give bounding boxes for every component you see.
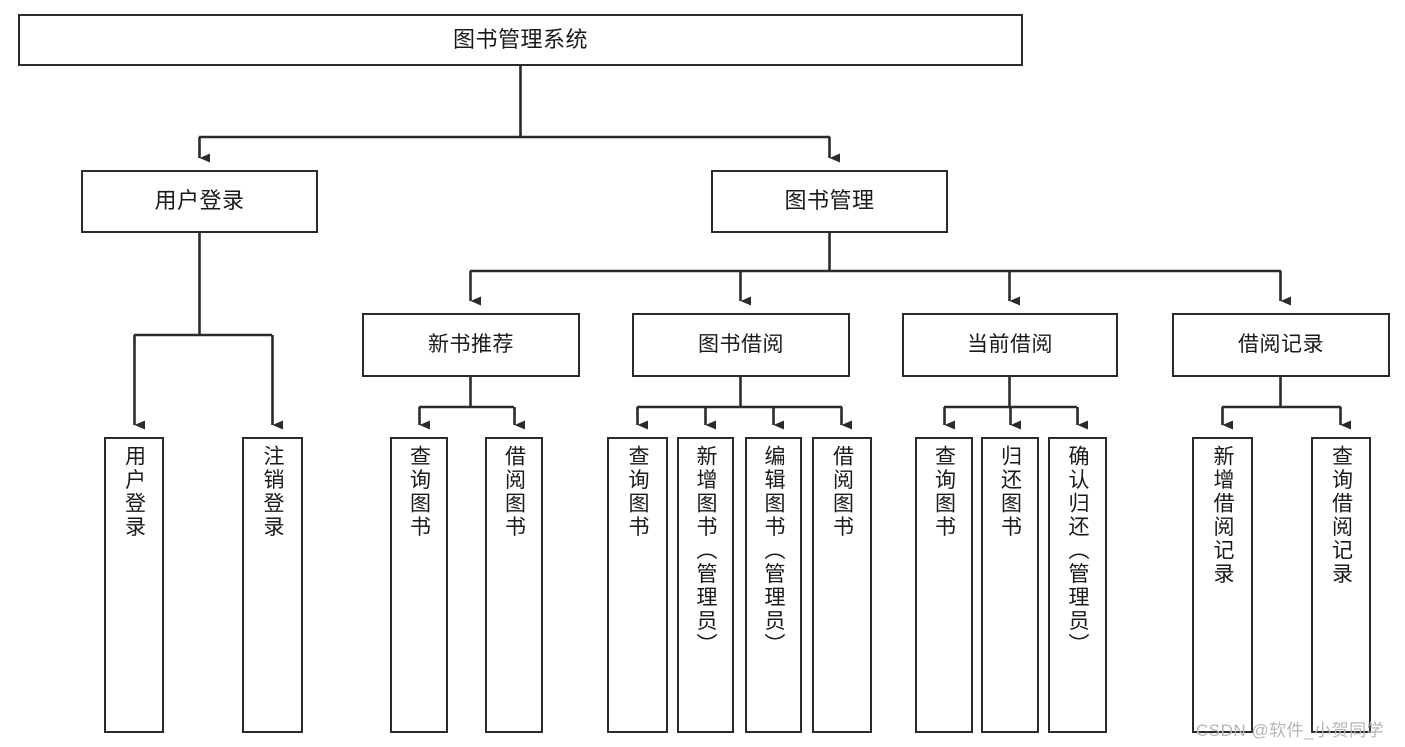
- node-leaf-rec-query-book-label: 查询图书: [407, 445, 431, 539]
- node-leaf-borrow-edit-book[interactable]: 编辑图书（管理员）: [745, 437, 802, 733]
- node-new-book-rec[interactable]: 新书推荐: [362, 313, 580, 377]
- node-leaf-user-login-label: 用户登录: [122, 445, 146, 539]
- node-root-label: 图书管理系统: [452, 26, 588, 52]
- csdn-watermark: CSDN @软件_小贺同学: [1196, 721, 1385, 740]
- node-current-borrow-label: 当前借阅: [967, 333, 1053, 357]
- node-leaf-borrow-lend-book-label: 借阅图书: [830, 445, 854, 539]
- node-leaf-cur-query-book[interactable]: 查询图书: [915, 437, 973, 733]
- node-leaf-rec-query-record-label: 查询借阅记录: [1329, 445, 1353, 586]
- node-leaf-rec-borrow-book[interactable]: 借阅图书: [485, 437, 543, 733]
- node-leaf-borrow-add-book-label: 新增图书（管理员）: [694, 445, 717, 657]
- node-leaf-rec-add-record-label: 新增借阅记录: [1211, 445, 1234, 586]
- node-leaf-borrow-query-book-label: 查询图书: [626, 445, 649, 539]
- node-leaf-user-logout-label: 注销登录: [261, 445, 284, 539]
- node-borrow-record[interactable]: 借阅记录: [1172, 313, 1390, 377]
- node-leaf-cur-return-book-label: 归还图书: [998, 445, 1022, 539]
- node-leaf-borrow-add-book[interactable]: 新增图书（管理员）: [677, 437, 734, 733]
- node-leaf-rec-query-book[interactable]: 查询图书: [390, 437, 448, 733]
- node-leaf-user-login[interactable]: 用户登录: [104, 437, 164, 733]
- node-book-manage-label: 图书管理: [784, 188, 875, 214]
- node-root[interactable]: 图书管理系统: [18, 14, 1023, 66]
- node-leaf-rec-add-record[interactable]: 新增借阅记录: [1192, 437, 1253, 733]
- node-leaf-cur-return-book[interactable]: 归还图书: [981, 437, 1039, 733]
- node-new-book-rec-label: 新书推荐: [428, 333, 514, 357]
- node-leaf-rec-borrow-book-label: 借阅图书: [502, 445, 526, 539]
- node-leaf-cur-confirm-return-label: 确认归还（管理员）: [1066, 445, 1089, 657]
- node-current-borrow[interactable]: 当前借阅: [902, 313, 1118, 377]
- node-leaf-borrow-query-book[interactable]: 查询图书: [607, 437, 668, 733]
- node-leaf-rec-query-record[interactable]: 查询借阅记录: [1311, 437, 1371, 733]
- node-book-manage[interactable]: 图书管理: [711, 170, 948, 233]
- node-leaf-borrow-lend-book[interactable]: 借阅图书: [812, 437, 872, 733]
- node-leaf-cur-query-book-label: 查询图书: [932, 445, 956, 539]
- node-book-borrow[interactable]: 图书借阅: [632, 313, 850, 377]
- node-user-login-label: 用户登录: [154, 188, 245, 214]
- node-borrow-record-label: 借阅记录: [1238, 333, 1324, 357]
- node-leaf-user-logout[interactable]: 注销登录: [242, 437, 303, 733]
- node-book-borrow-label: 图书借阅: [698, 333, 784, 357]
- node-leaf-borrow-edit-book-label: 编辑图书（管理员）: [762, 445, 785, 657]
- node-leaf-cur-confirm-return[interactable]: 确认归还（管理员）: [1048, 437, 1107, 733]
- node-user-login[interactable]: 用户登录: [81, 170, 318, 233]
